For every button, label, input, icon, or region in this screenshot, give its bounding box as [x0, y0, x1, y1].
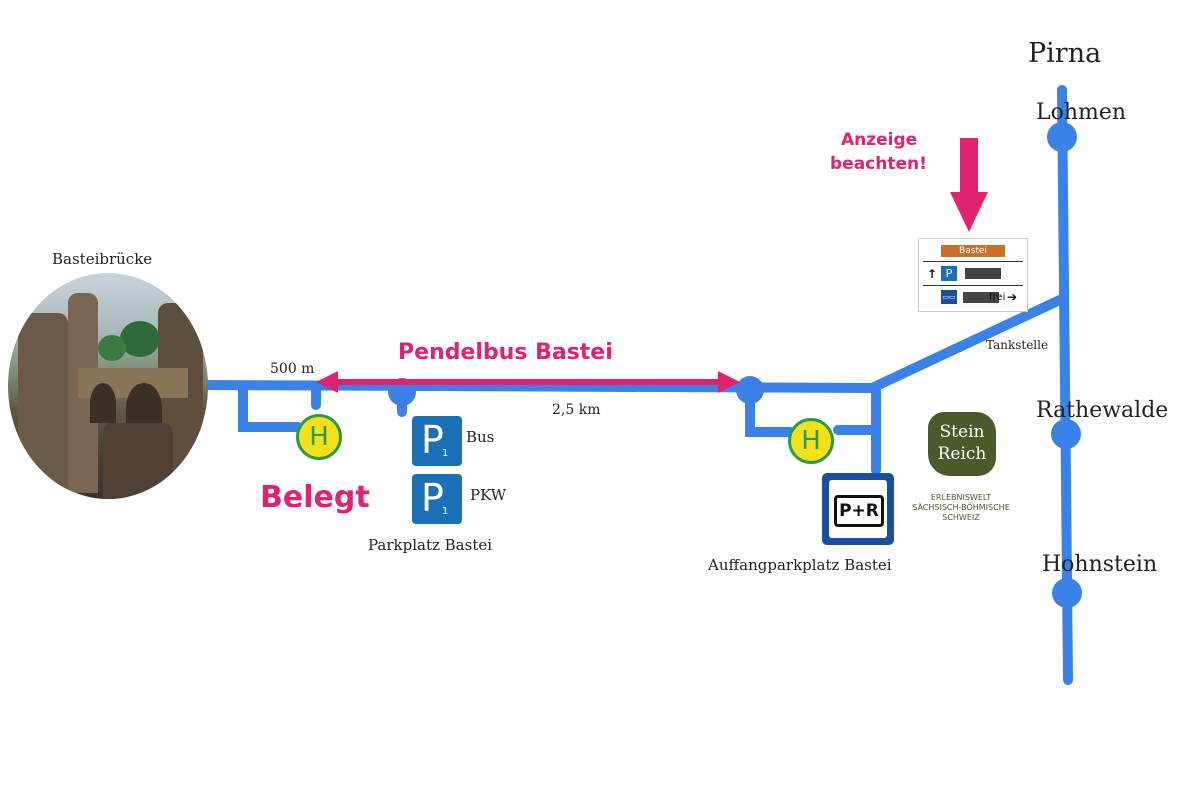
town-rathewalde: Rathewalde — [1036, 398, 1169, 423]
label-anzeige-2: beachten! — [830, 154, 927, 174]
label-auffangparkplatz: Auffangparkplatz Bastei — [708, 556, 892, 574]
vms-bus-icon: ▭▭ — [941, 290, 957, 304]
label-distance-bus: 2,5 km — [552, 402, 601, 418]
logo-line2: Reich — [937, 444, 987, 464]
logo-line1: Stein — [939, 422, 985, 442]
parking-letter: P — [421, 418, 444, 462]
basteibruecke-photo — [8, 273, 208, 499]
arrow-right-icon: ➔ — [1007, 290, 1018, 304]
node-rathewalde — [1051, 419, 1081, 449]
road-main — [200, 380, 877, 393]
vms-parking-icon: P — [941, 266, 957, 281]
parking-icon: P 1 — [412, 416, 462, 466]
node-lohmen — [1047, 122, 1077, 152]
double-arrow-icon — [316, 371, 740, 393]
arrow-down-icon — [950, 138, 988, 232]
logo-tag-2: SÄCHSISCH-BÖHMISCHE — [912, 503, 1010, 512]
node-auffang — [736, 376, 764, 404]
parking-sub: 1 — [442, 448, 449, 459]
road-diagonal — [867, 293, 1069, 393]
logo-tag-3: SCHWEIZ — [942, 513, 980, 522]
vms-title: Bastei — [941, 245, 1005, 257]
bus-stop-icon: H — [788, 418, 834, 464]
town-lohmen: Lohmen — [1036, 100, 1127, 125]
parking-icon: P 1 — [412, 474, 462, 524]
vms-frei: frei — [989, 292, 1006, 303]
label-tankstelle: Tankstelle — [986, 338, 1049, 352]
steinreich-logo: Stein Reich — [928, 412, 996, 476]
park-and-ride-icon: P+R — [822, 473, 894, 545]
parking-guidance-sign: Bastei ↑ P ▭▭ frei ➔ — [918, 238, 1028, 312]
label-distance-walk: 500 m — [270, 361, 315, 377]
vms-led-display — [963, 292, 999, 303]
parking-letter: P — [421, 476, 444, 520]
bus-stop-icon: H — [296, 414, 342, 460]
label-parking-bus: Bus — [466, 428, 495, 446]
label-parkplatz-bastei: Parkplatz Bastei — [368, 536, 493, 554]
label-anzeige-1: Anzeige — [841, 130, 918, 150]
park-and-ride-text: P+R — [834, 495, 884, 527]
logo-tag-1: ERLEBNISWELT — [930, 493, 992, 502]
town-hohnstein: Hohnstein — [1042, 552, 1158, 577]
road-busloop-left — [238, 383, 303, 432]
arrow-up-icon: ↑ — [927, 267, 938, 281]
vms-led-display — [965, 268, 1001, 279]
town-pirna: Pirna — [1028, 38, 1102, 69]
parking-sub: 1 — [442, 506, 449, 517]
label-parking-pkw: PKW — [470, 486, 507, 504]
node-hohnstein — [1052, 578, 1082, 608]
label-basteibruecke: Basteibrücke — [52, 250, 153, 268]
label-pendelbus: Pendelbus Bastei — [398, 340, 613, 365]
label-belegt: Belegt — [260, 480, 370, 515]
